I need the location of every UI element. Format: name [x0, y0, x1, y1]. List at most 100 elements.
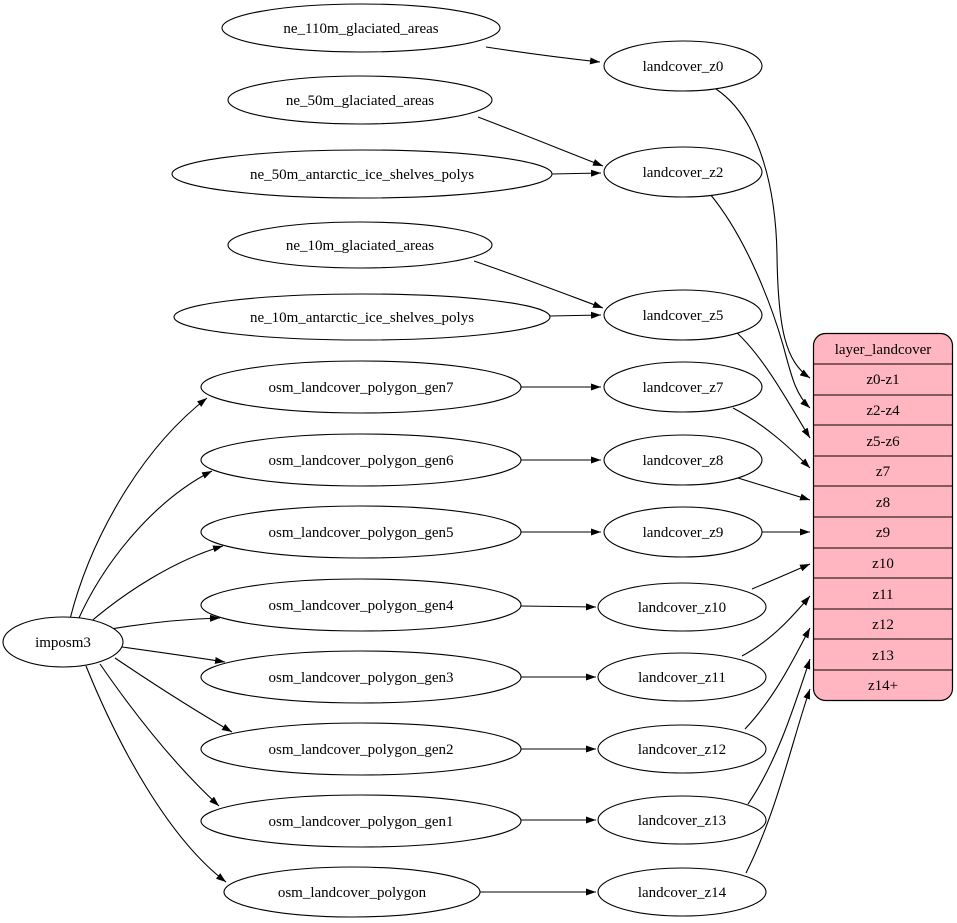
node-label: landcover_z7 [643, 380, 724, 396]
node-shape [200, 360, 522, 414]
edge-landcover-z14-to-row-z14plus [745, 688, 811, 874]
node-landcover-z12: landcover_z12 [597, 724, 767, 774]
table-row-z13: z13 [872, 648, 894, 664]
edges-imposm3-fanout [69, 397, 233, 883]
node-landcover-z5: landcover_z5 [603, 289, 763, 341]
table-title: layer_landcover [835, 342, 932, 358]
node-label: osm_landcover_polygon_gen1 [269, 814, 454, 830]
table-row-z10: z10 [872, 556, 894, 572]
node-shape [597, 867, 767, 917]
node-landcover-z9: landcover_z9 [603, 506, 763, 558]
node-shape [227, 75, 493, 125]
table-row-z9: z9 [876, 525, 890, 541]
edge-landcover-z12-to-row-z12 [744, 627, 811, 730]
edge-ne50m-antarctic-to-landcover-z2 [551, 169, 602, 177]
node-shape [221, 3, 501, 53]
node-landcover-z2: landcover_z2 [603, 146, 763, 198]
edges-intermediate-to-table [709, 88, 811, 874]
node-landcover-z14: landcover_z14 [597, 867, 767, 917]
edge-landcover-z5-to-row-z5-z6 [734, 330, 811, 439]
edge-ne110m-to-landcover-z0 [485, 46, 601, 65]
node-shape [200, 433, 522, 487]
node-landcover-z13: landcover_z13 [597, 795, 767, 845]
node-shape [223, 866, 481, 918]
node-shape [171, 149, 553, 199]
node-label: osm_landcover_polygon [278, 885, 427, 901]
edge-imposm3-to-polygon [85, 665, 227, 883]
node-osm-landcover-polygon-gen3: osm_landcover_polygon_gen3 [200, 650, 522, 704]
node-landcover-z0: landcover_z0 [603, 40, 763, 92]
node-osm-landcover-polygon: osm_landcover_polygon [223, 866, 481, 918]
node-shape [200, 650, 522, 704]
node-label: ne_110m_glaciated_areas [283, 21, 438, 37]
edge-imposm3-to-gen2 [114, 657, 233, 733]
edge-ne10m-antarctic-to-landcover-z5 [549, 311, 602, 319]
table-row-z14plus: z14+ [868, 678, 898, 694]
node-label: ne_50m_glaciated_areas [286, 93, 434, 109]
node-shape [200, 794, 522, 848]
edge-landcover-z2-to-row-z2-z4 [709, 193, 811, 409]
node-label: ne_10m_antarctic_ice_shelves_polys [250, 310, 474, 326]
source-nodes: ne_110m_glaciated_areas ne_50m_glaciated… [171, 3, 553, 918]
node-landcover-z7: landcover_z7 [603, 361, 763, 413]
edge-landcover-z0-to-row-z0-z1 [715, 88, 811, 379]
node-imposm3-shape [2, 616, 124, 668]
node-osm-landcover-polygon-gen4: osm_landcover_polygon_gen4 [200, 578, 522, 632]
table-row-z5-z6: z5-z6 [866, 434, 900, 450]
intermediate-nodes: landcover_z0 landcover_z2 landcover_z5 l… [597, 40, 767, 917]
node-shape [597, 724, 767, 774]
node-landcover-z10: landcover_z10 [597, 582, 767, 632]
node-label: landcover_z10 [638, 600, 726, 616]
node-ne-10m-glaciated-areas: ne_10m_glaciated_areas [227, 221, 493, 269]
table-row-z0-z1: z0-z1 [866, 372, 899, 388]
node-shape [200, 578, 522, 632]
node-ne-10m-antarctic-ice-shelves-polys: ne_10m_antarctic_ice_shelves_polys [173, 293, 551, 341]
node-label: landcover_z11 [638, 670, 726, 686]
node-shape [597, 652, 767, 702]
node-label: ne_50m_antarctic_ice_shelves_polys [250, 167, 474, 183]
node-shape [597, 795, 767, 845]
node-osm-landcover-polygon-gen5: osm_landcover_polygon_gen5 [200, 505, 522, 559]
node-shape [200, 722, 522, 776]
edge-imposm3-to-gen4 [104, 614, 221, 631]
node-label: osm_landcover_polygon_gen5 [269, 525, 454, 541]
table-row-z12: z12 [872, 617, 894, 633]
node-label: landcover_z2 [643, 165, 724, 181]
edges-source-to-intermediate [473, 46, 604, 896]
node-label: landcover_z8 [643, 453, 724, 469]
node-label: landcover_z5 [643, 308, 724, 324]
node-osm-landcover-polygon-gen7: osm_landcover_polygon_gen7 [200, 360, 522, 414]
node-shape [603, 434, 763, 486]
table-row-z11: z11 [872, 587, 893, 603]
table-row-z7: z7 [876, 464, 891, 480]
node-label: ne_10m_glaciated_areas [286, 238, 434, 254]
node-shape [173, 293, 551, 341]
node-landcover-z8: landcover_z8 [603, 434, 763, 486]
node-label: landcover_z13 [638, 813, 726, 829]
node-label: osm_landcover_polygon_gen4 [269, 598, 454, 614]
node-osm-landcover-polygon-gen6: osm_landcover_polygon_gen6 [200, 433, 522, 487]
node-ne-50m-glaciated-areas: ne_50m_glaciated_areas [227, 75, 493, 125]
node-label: osm_landcover_polygon_gen6 [269, 453, 454, 469]
edge-imposm3-to-gen3 [121, 646, 226, 664]
node-label: landcover_z9 [643, 525, 724, 541]
node-label: osm_landcover_polygon_gen7 [269, 380, 454, 396]
node-shape [227, 221, 493, 269]
node-label: osm_landcover_polygon_gen3 [269, 670, 454, 686]
node-shape [597, 582, 767, 632]
node-ne-110m-glaciated-areas: ne_110m_glaciated_areas [221, 3, 501, 53]
node-shape [603, 289, 763, 341]
node-osm-landcover-polygon-gen2: osm_landcover_polygon_gen2 [200, 722, 522, 776]
node-shape [603, 506, 763, 558]
table-layer-landcover: layer_landcover z0-z1 z2-z4 z5-z6 z7 z8 … [812, 332, 954, 702]
edge-imposm3-to-gen6 [77, 470, 213, 621]
edge-imposm3-to-gen7 [69, 397, 208, 620]
node-label: landcover_z0 [643, 59, 724, 75]
node-ne-50m-antarctic-ice-shelves-polys: ne_50m_antarctic_ice_shelves_polys [171, 149, 553, 199]
node-label: landcover_z14 [638, 885, 727, 901]
edge-landcover-z10-to-row-z10 [751, 563, 811, 590]
node-label: landcover_z12 [638, 742, 726, 758]
node-landcover-z11: landcover_z11 [597, 652, 767, 702]
edge-landcover-z13-to-row-z13 [747, 658, 811, 805]
